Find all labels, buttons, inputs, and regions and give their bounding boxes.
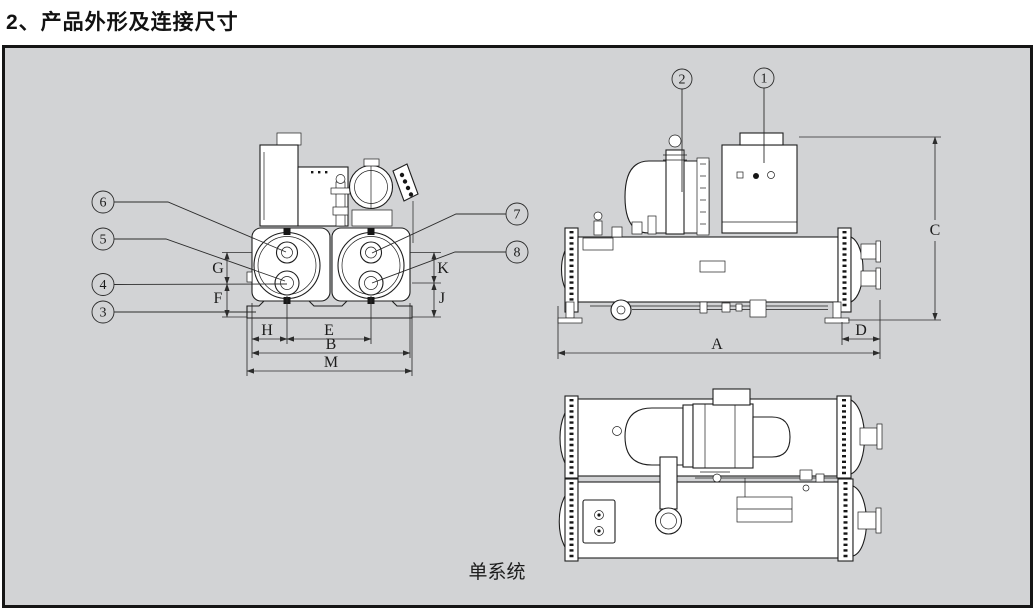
- side-view-dims: C D A: [557, 136, 941, 359]
- callout-4-leader: [113, 283, 288, 285]
- callout-8-leader: [371, 251, 506, 284]
- side-view-callouts: 2 1: [671, 67, 775, 192]
- end-view-base: [246, 300, 413, 319]
- top-view-piping: [695, 469, 838, 523]
- dim-label-D: D: [855, 322, 867, 339]
- dim-label-M: M: [324, 354, 338, 371]
- right-bottom-nozzle: [358, 270, 384, 296]
- callout-4: 4: [91, 273, 115, 296]
- callout-3-number: 3: [100, 306, 107, 321]
- side-view-drawing: C D A 2 1: [557, 67, 941, 359]
- callout-2: 2: [671, 68, 693, 90]
- left-top-nozzle: [275, 241, 299, 264]
- callout-6-leader: [114, 201, 287, 253]
- callout-3: 3: [91, 300, 115, 324]
- water-nozzle-top: [860, 243, 877, 260]
- side-view-machinery: [582, 132, 798, 251]
- callout-1-number: 1: [761, 72, 768, 87]
- dim-label-H: H: [261, 322, 273, 339]
- diagram-panel: G F K J H E B M: [2, 45, 1033, 608]
- nameplate: [699, 260, 726, 273]
- left-bottom-nozzle: [274, 270, 300, 296]
- end-view-vessels: [246, 227, 411, 304]
- side-view-vessel: [560, 227, 881, 313]
- callout-7-number: 7: [514, 208, 521, 223]
- callout-5-leader: [114, 238, 286, 282]
- dim-label-E: E: [324, 322, 334, 339]
- page-title: 2、产品外形及连接尺寸: [6, 11, 239, 34]
- drawing-caption: 单系统: [468, 561, 525, 583]
- callout-4-number: 4: [100, 278, 107, 293]
- callout-5-number: 5: [100, 233, 107, 248]
- junction-box: [582, 499, 616, 544]
- end-view-dims-bottom: H E B M: [246, 296, 413, 376]
- end-view-dims-right: K J: [410, 251, 449, 318]
- callout-7: 7: [505, 202, 529, 226]
- side-view-base: [557, 299, 850, 324]
- water-nozzle-bottom: [860, 270, 877, 287]
- callout-2-number: 2: [679, 73, 686, 88]
- callout-8: 8: [505, 240, 529, 264]
- callout-5: 5: [91, 227, 115, 251]
- control-panel-top: [739, 132, 784, 146]
- dim-label-G: G: [212, 260, 224, 277]
- suction-pipe-plan: [659, 456, 678, 510]
- end-view-dims-left: G F: [212, 251, 252, 318]
- motor-stand: [351, 209, 393, 227]
- callout-6: 6: [91, 190, 115, 214]
- callout-7-leader: [371, 213, 506, 254]
- dim-label-B: B: [326, 336, 337, 353]
- control-panel: [721, 144, 798, 234]
- right-top-nozzle: [359, 241, 383, 264]
- dim-label-C: C: [930, 222, 941, 239]
- end-view-callouts: 6 5 4 3 7 8: [91, 190, 529, 324]
- technical-drawing-canvas: G F K J H E B M: [91, 67, 941, 583]
- top-view-drawing: [558, 388, 883, 562]
- oil-pump: [610, 299, 632, 321]
- top-view-compressor: [624, 388, 791, 535]
- dim-label-F: F: [214, 290, 223, 307]
- callout-6-number: 6: [100, 196, 107, 211]
- callout-1: 1: [753, 67, 775, 89]
- end-view-machinery: [259, 132, 419, 243]
- dim-label-J: J: [439, 290, 445, 307]
- suction-pipe: [665, 149, 685, 235]
- callout-8-number: 8: [514, 246, 521, 261]
- dim-label-K: K: [437, 260, 449, 277]
- end-view-drawing: G F K J H E B M: [91, 132, 529, 376]
- top-view-lower-vessel: [558, 478, 882, 562]
- dim-label-A: A: [711, 336, 723, 353]
